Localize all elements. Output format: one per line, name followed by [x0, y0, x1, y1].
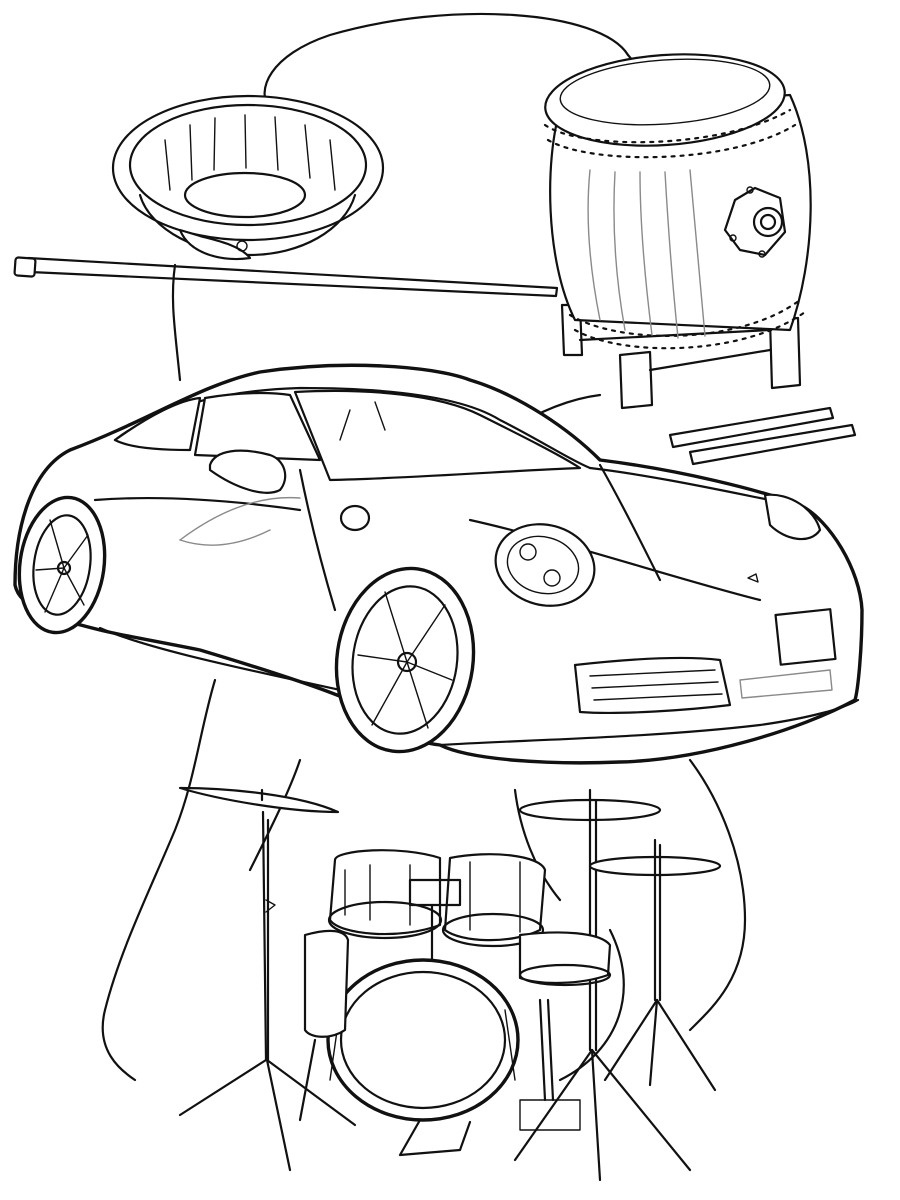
taiko-drum	[543, 53, 812, 410]
drum-mallet	[13, 256, 559, 298]
sports-car	[13, 363, 864, 765]
drumsticks	[668, 406, 857, 466]
metal-bowl	[111, 94, 385, 261]
drum-kit	[178, 786, 722, 1182]
